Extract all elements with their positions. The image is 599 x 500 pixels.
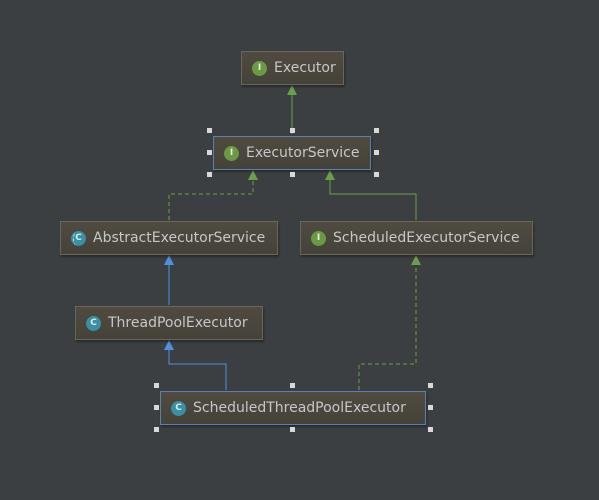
node-label: ThreadPoolExecutor: [108, 315, 248, 331]
selection-handle[interactable]: [207, 172, 212, 177]
class-icon: C: [171, 400, 186, 416]
edge-abstractexecutorservice-to-executorservice: [168, 170, 258, 220]
selection-handle[interactable]: [374, 150, 379, 155]
node-label: AbstractExecutorService: [93, 230, 266, 246]
interface-icon: I: [311, 230, 326, 246]
selection-handle[interactable]: [207, 128, 212, 133]
interface-icon: I: [252, 60, 267, 76]
selection-handle[interactable]: [428, 383, 433, 388]
node-executorservice[interactable]: I ExecutorService: [213, 136, 371, 170]
selection-handle[interactable]: [290, 172, 295, 177]
edge-threadpoolexecutor-to-abstractexecutorservice: [164, 255, 174, 305]
abstract-class-icon: C: [71, 230, 86, 246]
edge-executorservice-to-executor: [287, 85, 297, 134]
selection-handle[interactable]: [154, 383, 159, 388]
edge-scheduledthreadpoolexecutor-to-scheduledexecutorservice: [358, 255, 421, 390]
node-threadpoolexecutor[interactable]: C ThreadPoolExecutor: [75, 306, 263, 340]
edge-scheduledthreadpoolexecutor-to-threadpoolexecutor: [164, 340, 227, 390]
edge-scheduledexecutorservice-to-executorservice: [325, 170, 417, 220]
selection-handle[interactable]: [290, 128, 295, 133]
node-executor[interactable]: I Executor: [241, 51, 344, 85]
selection-handle[interactable]: [374, 172, 379, 177]
node-abstractexecutorservice[interactable]: C AbstractExecutorService: [60, 221, 278, 255]
node-label: Executor: [274, 60, 336, 76]
selection-handle[interactable]: [290, 427, 295, 432]
node-label: ScheduledExecutorService: [333, 230, 520, 246]
selection-handle[interactable]: [428, 405, 433, 410]
node-scheduledthreadpoolexecutor[interactable]: C ScheduledThreadPoolExecutor: [160, 391, 426, 425]
selection-handle[interactable]: [154, 405, 159, 410]
selection-handle[interactable]: [207, 150, 212, 155]
selection-handle[interactable]: [428, 427, 433, 432]
node-label: ScheduledThreadPoolExecutor: [193, 400, 406, 416]
selection-handle[interactable]: [154, 427, 159, 432]
class-icon: C: [86, 315, 101, 331]
node-label: ExecutorService: [246, 145, 360, 161]
selection-handle[interactable]: [374, 128, 379, 133]
selection-handle[interactable]: [290, 383, 295, 388]
interface-icon: I: [224, 145, 239, 161]
node-scheduledexecutorservice[interactable]: I ScheduledExecutorService: [300, 221, 533, 255]
